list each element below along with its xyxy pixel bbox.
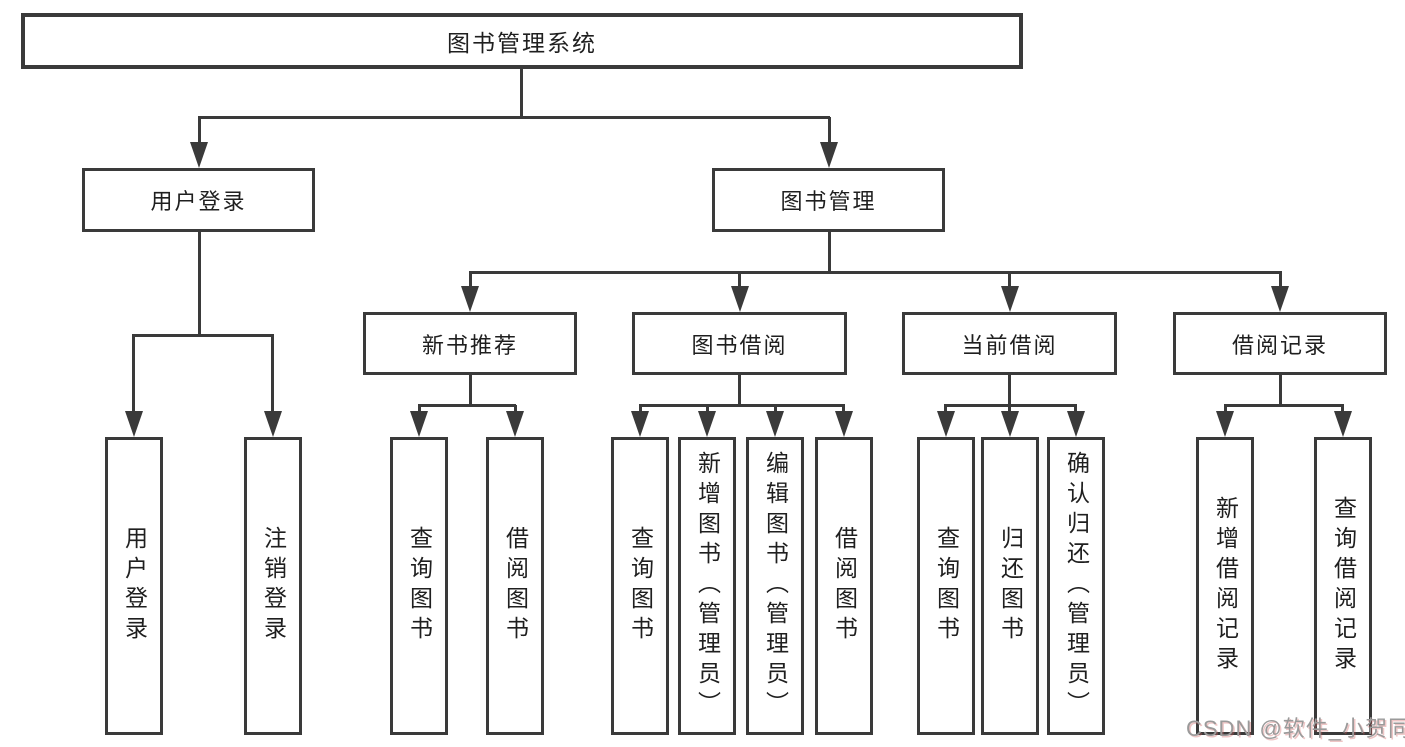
node-book-management: 图书管理 — [712, 168, 945, 232]
connector-line — [1074, 405, 1077, 413]
csdn-watermark: CSDN @软件_小贺同学 — [1186, 716, 1405, 741]
connector-line — [639, 405, 642, 413]
arrow-down-icon — [698, 411, 716, 437]
connector-line — [469, 272, 472, 288]
node-leaf-query-book-under-borrowing: 查询图书 — [611, 437, 669, 735]
connector-line — [198, 116, 830, 119]
node-user-login: 用户登录 — [82, 168, 315, 232]
node-leaf-return-book: 归还图书 — [981, 437, 1039, 735]
node-library-management-system: 图书管理系统 — [21, 13, 1023, 69]
arrow-down-icon — [506, 411, 524, 437]
arrow-down-icon — [631, 411, 649, 437]
arrow-down-icon — [766, 411, 784, 437]
arrow-down-icon — [1001, 286, 1019, 312]
connector-line — [1279, 272, 1282, 288]
node-leaf-query-borrow-record: 查询借阅记录 — [1314, 437, 1372, 735]
node-book-borrowing: 图书借阅 — [632, 312, 847, 375]
connector-line — [639, 404, 845, 407]
connector-line — [469, 271, 1282, 274]
node-leaf-user-login: 用户登录 — [105, 437, 163, 735]
arrow-down-icon — [1216, 411, 1234, 437]
connector-line — [418, 405, 421, 413]
node-current-borrowing: 当前借阅 — [902, 312, 1117, 375]
connector-line — [1224, 404, 1344, 407]
node-leaf-logout: 注销登录 — [244, 437, 302, 735]
arrow-down-icon — [835, 411, 853, 437]
connector-line — [738, 272, 741, 288]
connector-line — [520, 69, 523, 118]
arrow-down-icon — [264, 411, 282, 437]
arrow-down-icon — [410, 411, 428, 437]
node-leaf-query-book-under-recommendation: 查询图书 — [390, 437, 448, 735]
node-leaf-query-book-under-current: 查询图书 — [917, 437, 975, 735]
connector-line — [132, 335, 135, 413]
connector-line — [1341, 405, 1344, 413]
connector-line — [469, 375, 472, 406]
arrow-down-icon — [1271, 286, 1289, 312]
connector-line — [271, 335, 274, 413]
connector-line — [418, 404, 516, 407]
connector-line — [132, 334, 274, 337]
node-borrowing-records: 借阅记录 — [1173, 312, 1387, 375]
arrow-down-icon — [1067, 411, 1085, 437]
arrow-down-icon — [937, 411, 955, 437]
connector-line — [828, 117, 831, 145]
arrow-down-icon — [1001, 411, 1019, 437]
arrow-down-icon — [1334, 411, 1352, 437]
connector-line — [1008, 272, 1011, 288]
node-leaf-add-borrow-record: 新增借阅记录 — [1196, 437, 1254, 735]
connector-line — [1008, 405, 1011, 413]
connector-line — [774, 405, 777, 413]
connector-line — [944, 405, 947, 413]
connector-line — [1008, 375, 1011, 406]
connector-line — [842, 405, 845, 413]
arrow-down-icon — [731, 286, 749, 312]
connector-line — [198, 232, 201, 336]
node-new-book-recommendation: 新书推荐 — [363, 312, 577, 375]
connector-line — [706, 405, 709, 413]
arrow-down-icon — [190, 142, 208, 168]
node-leaf-add-book-admin: 新增图书（管理员） — [678, 437, 736, 735]
node-leaf-edit-book-admin: 编辑图书（管理员） — [746, 437, 804, 735]
connector-line — [828, 232, 831, 273]
connector-line — [514, 405, 517, 413]
arrow-down-icon — [461, 286, 479, 312]
connector-line — [1224, 405, 1227, 413]
connector-line — [738, 375, 741, 406]
arrow-down-icon — [125, 411, 143, 437]
arrow-down-icon — [820, 142, 838, 168]
node-leaf-borrow-book-under-recommendation: 借阅图书 — [486, 437, 544, 735]
connector-line — [198, 117, 201, 145]
node-leaf-borrow-book-under-borrowing: 借阅图书 — [815, 437, 873, 735]
node-leaf-confirm-return-admin: 确认归还（管理员） — [1047, 437, 1105, 735]
connector-line — [1279, 375, 1282, 406]
